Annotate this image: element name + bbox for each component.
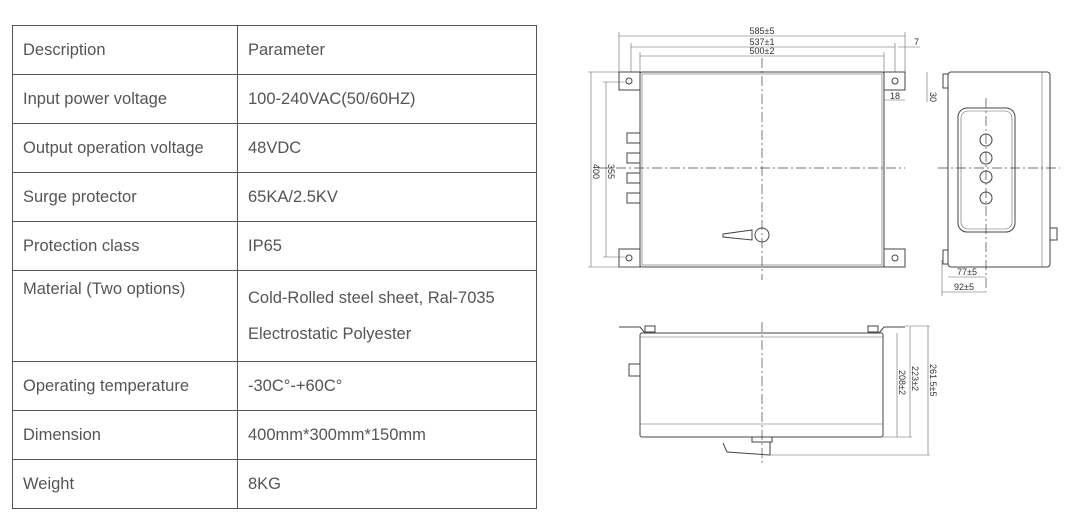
cell-value: 65KA/2.5KV <box>237 172 537 222</box>
material-option-1: Cold-Rolled steel sheet, Ral-7035 <box>248 289 495 307</box>
header-cell: Description <box>12 25 238 75</box>
material-option-2: Electrostatic Polyester <box>248 325 412 343</box>
front-view: 585±5 537±1 500±2 7 18 30 400 355 <box>588 26 938 280</box>
dim-223: 223±2 <box>910 366 920 391</box>
dim-92: 92±5 <box>954 282 974 292</box>
cell-label: Protection class <box>12 221 238 271</box>
dim-208: 208±2 <box>897 370 907 395</box>
cell-label: Output operation voltage <box>12 123 238 173</box>
cell-value: -30C°-+60C° <box>237 361 537 411</box>
dim-77: 77±5 <box>957 267 977 277</box>
dim-500: 500±2 <box>750 46 775 56</box>
cell-label: Material (Two options) <box>12 270 238 362</box>
dim-30: 30 <box>928 92 938 102</box>
side-view: 77±5 92±5 <box>938 71 1060 296</box>
dim-537: 537±1 <box>750 37 775 47</box>
cell-value: 400mm*300mm*150mm <box>237 410 537 460</box>
cable-glands <box>626 132 641 204</box>
dim-18: 18 <box>890 91 900 101</box>
bottom-view: 208±2 223±2 261.5±5 <box>619 322 938 465</box>
cell-value: IP65 <box>237 221 537 271</box>
dim-355: 355 <box>606 164 616 179</box>
cell-label: Surge protector <box>12 172 238 222</box>
header-cell: Parameter <box>237 25 537 75</box>
cell-value: 100-240VAC(50/60HZ) <box>237 74 537 124</box>
cell-value: 8KG <box>237 459 537 509</box>
dim-261: 261.5±5 <box>928 364 938 396</box>
dim-585: 585±5 <box>750 26 775 36</box>
table-row: Material (Two options)Cold-Rolled steel … <box>12 270 537 362</box>
cell-label: Dimension <box>12 410 238 460</box>
dim-7: 7 <box>914 37 919 47</box>
dim-400: 400 <box>591 164 601 179</box>
cell-label: Weight <box>12 459 238 509</box>
cell-value: 48VDC <box>237 123 537 173</box>
